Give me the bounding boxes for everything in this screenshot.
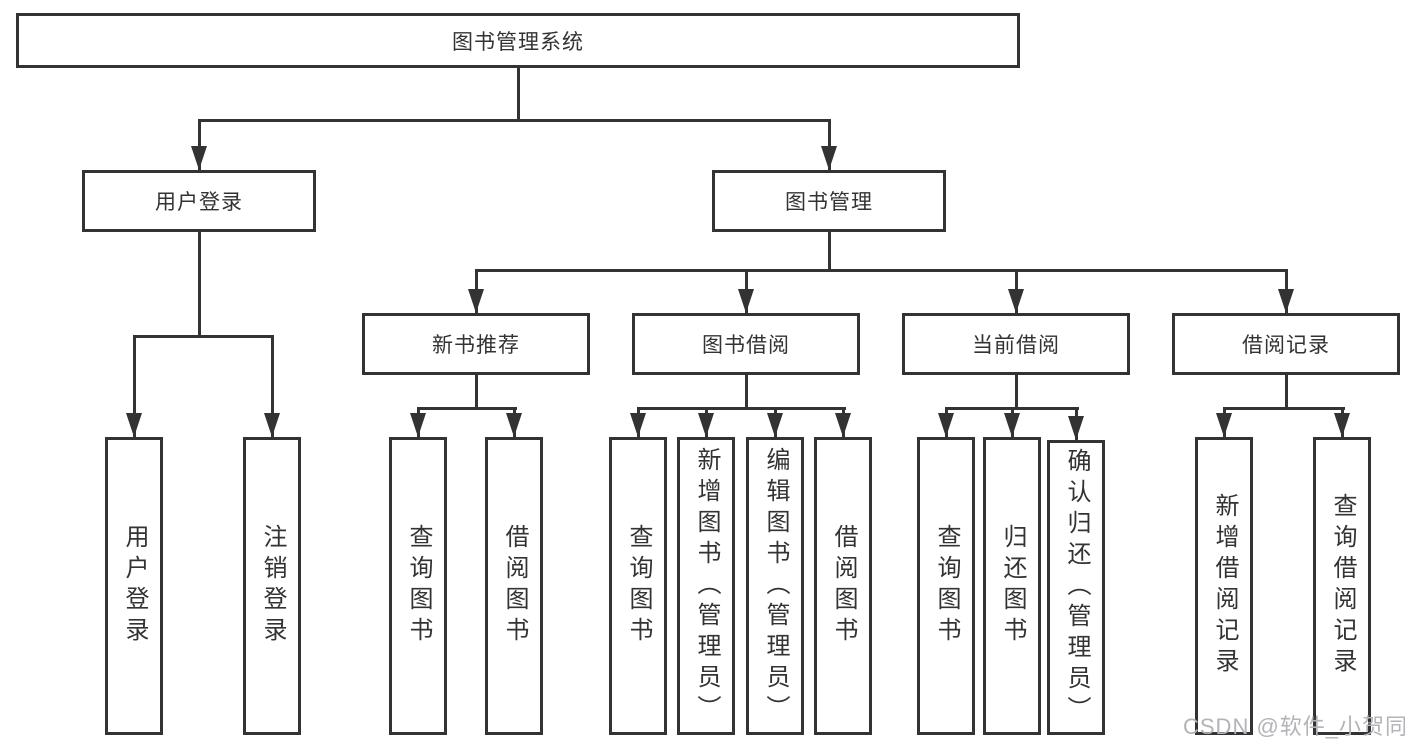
arrow-down-icon — [506, 413, 522, 437]
node-borrow-books-2: 借阅图书 — [814, 437, 872, 735]
node-logout: 注销登录 — [243, 437, 301, 735]
connector-line — [474, 375, 478, 408]
arrow-down-icon — [1008, 289, 1024, 313]
connector-line — [416, 406, 517, 410]
node-library-management-system: 图书管理系统 — [16, 13, 1020, 68]
arrow-down-icon — [630, 413, 646, 437]
connector-line — [270, 336, 274, 437]
connector-line — [132, 336, 136, 437]
arrow-down-icon — [938, 413, 954, 437]
connector-line — [636, 406, 846, 410]
arrow-down-icon — [1278, 289, 1294, 313]
arrow-down-icon — [410, 413, 426, 437]
connector-line — [1284, 375, 1288, 408]
node-confirm-return-admin: 确认归还（管理员） — [1047, 440, 1105, 735]
node-book-management: 图书管理 — [712, 170, 946, 232]
arrow-down-icon — [767, 413, 783, 437]
node-query-books-1: 查询图书 — [389, 437, 447, 735]
arrow-down-icon — [468, 289, 484, 313]
node-edit-books-admin: 编辑图书（管理员） — [746, 437, 804, 735]
connector-line — [1222, 406, 1345, 410]
connector-line — [197, 118, 831, 122]
connector-line — [827, 120, 831, 170]
arrow-down-icon — [1216, 413, 1232, 437]
node-user-login-leaf: 用户登录 — [105, 437, 163, 735]
arrow-down-icon — [1068, 416, 1084, 440]
node-query-books-2: 查询图书 — [609, 437, 667, 735]
watermark: CSDN @软件_小贺同学 — [1183, 714, 1405, 739]
arrow-down-icon — [821, 146, 837, 170]
connector-line — [516, 68, 520, 120]
arrow-down-icon — [264, 413, 280, 437]
node-add-books-admin: 新增图书（管理员） — [677, 437, 735, 735]
arrow-down-icon — [698, 413, 714, 437]
arrow-down-icon — [191, 146, 207, 170]
node-new-book-recommend: 新书推荐 — [362, 313, 590, 375]
node-current-borrowing: 当前借阅 — [902, 313, 1130, 375]
arrow-down-icon — [126, 413, 142, 437]
connector-line — [827, 232, 831, 270]
node-return-books: 归还图书 — [983, 437, 1041, 735]
connector-line — [1014, 375, 1018, 408]
connector-line — [197, 232, 201, 336]
connector-line — [132, 334, 274, 338]
node-book-borrowing: 图书借阅 — [632, 313, 860, 375]
connector-line — [474, 268, 1288, 272]
arrow-down-icon — [1334, 413, 1350, 437]
node-query-borrow-record: 查询借阅记录 — [1313, 437, 1371, 735]
connector-line — [744, 375, 748, 408]
node-add-borrow-record: 新增借阅记录 — [1195, 437, 1253, 735]
arrow-down-icon — [835, 413, 851, 437]
connector-line — [197, 120, 201, 170]
node-borrowing-records: 借阅记录 — [1172, 313, 1400, 375]
arrow-down-icon — [1004, 413, 1020, 437]
arrow-down-icon — [738, 289, 754, 313]
node-query-books-3: 查询图书 — [917, 437, 975, 735]
node-user-login: 用户登录 — [82, 170, 316, 232]
node-borrow-books-1: 借阅图书 — [485, 437, 543, 735]
